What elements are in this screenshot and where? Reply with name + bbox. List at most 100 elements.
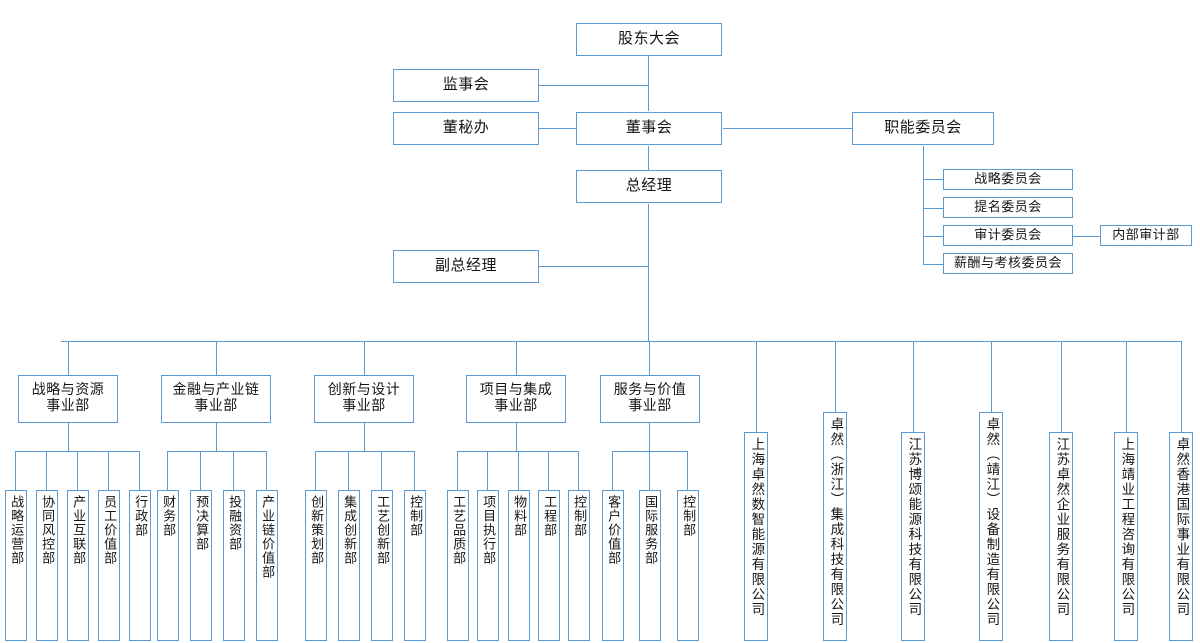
line-div3-drop-1 (315, 451, 316, 490)
node-dept-administration[interactable]: 行政部 (129, 490, 151, 641)
node-dept-innovation-planning[interactable]: 创新策划部 (305, 490, 327, 641)
line-div2-drop-3 (233, 451, 234, 490)
line-div3-drop-3 (381, 451, 382, 490)
node-dept-control-innovation[interactable]: 控制部 (404, 490, 426, 641)
node-dept-materials[interactable]: 物料部 (508, 490, 530, 641)
line-div1-stem (68, 423, 69, 451)
division-label: 服务与价值 事业部 (613, 383, 687, 414)
line-board-to-committee (723, 128, 853, 129)
line-div2-drop-2 (200, 451, 201, 490)
node-dept-investment-financing[interactable]: 投融资部 (223, 490, 245, 641)
node-committee-compensation[interactable]: 薪酬与考核委员会 (943, 253, 1073, 274)
node-dept-process-innovation[interactable]: 工艺创新部 (371, 490, 393, 641)
node-deputy-general-manager[interactable]: 副总经理 (393, 250, 539, 283)
line-div3-drop-2 (348, 451, 349, 490)
node-subsidiary-jiangsu-zhuoran-enterprise-service[interactable]: 江苏卓然企业服务有限公司 (1049, 432, 1073, 641)
line-div3-drop-4 (414, 451, 415, 490)
line-committee-2 (923, 208, 943, 209)
node-general-manager[interactable]: 总经理 (576, 170, 722, 203)
node-subsidiary-zhuoran-jingjiang-equipment[interactable]: 卓然（靖江）设备制造有限公司 (979, 412, 1003, 641)
node-board-of-directors[interactable]: 董事会 (576, 112, 722, 145)
line-bus-drop-div-3 (364, 341, 365, 375)
line-div4-drop-4 (548, 451, 549, 490)
line-div3-bar (315, 451, 414, 452)
line-div5-drop-1 (612, 451, 613, 490)
node-subsidiary-shanghai-jingye-engineering-consulting[interactable]: 上海靖业工程咨询有限公司 (1114, 432, 1138, 641)
node-dept-finance[interactable]: 财务部 (157, 490, 179, 641)
node-division-project-integration[interactable]: 项目与集成 事业部 (466, 375, 566, 423)
line-div2-drop-4 (266, 451, 267, 490)
line-div4-drop-1 (457, 451, 458, 490)
line-bus-drop-div-2 (216, 341, 217, 375)
division-label: 战略与资源 事业部 (31, 383, 105, 414)
node-dept-project-execution[interactable]: 项目执行部 (477, 490, 499, 641)
node-board-secretary-office[interactable]: 董秘办 (393, 112, 539, 145)
line-div4-drop-3 (518, 451, 519, 490)
line-bus-drop-sub-4 (991, 341, 992, 412)
node-subsidiary-zhuoran-hongkong-international[interactable]: 卓然香港国际事业有限公司 (1169, 432, 1193, 641)
node-dept-customer-value[interactable]: 客户价值部 (602, 490, 624, 641)
line-committee-3 (923, 236, 943, 237)
line-div2-stem (216, 423, 217, 451)
node-dept-process-quality[interactable]: 工艺品质部 (447, 490, 469, 641)
line-div2-drop-1 (167, 451, 168, 490)
node-division-finance-industry-chain[interactable]: 金融与产业链 事业部 (161, 375, 271, 423)
line-main-bus (61, 341, 1181, 342)
line-bus-drop-sub-2 (835, 341, 836, 412)
line-div2-bar (167, 451, 266, 452)
node-committee-strategy[interactable]: 战略委员会 (943, 169, 1073, 190)
line-div5-drop-3 (687, 451, 688, 490)
line-bus-drop-div-5 (649, 341, 650, 375)
line-board-to-gm (648, 146, 649, 170)
node-subsidiary-zhuoran-zhejiang-integration[interactable]: 卓然（浙江）集成科技有限公司 (823, 412, 847, 641)
node-division-strategy-resources[interactable]: 战略与资源 事业部 (18, 375, 118, 423)
node-dept-international-service[interactable]: 国际服务部 (639, 490, 661, 641)
line-gm-trunk (648, 204, 649, 341)
line-div1-drop-2 (46, 451, 47, 490)
node-dept-budget-settlement[interactable]: 预决算部 (190, 490, 212, 641)
node-dept-employee-value[interactable]: 员工价值部 (98, 490, 120, 641)
line-bus-drop-sub-3 (913, 341, 914, 432)
division-label: 创新与设计 事业部 (327, 383, 401, 414)
node-division-service-value[interactable]: 服务与价值 事业部 (600, 375, 700, 423)
node-internal-audit-department[interactable]: 内部审计部 (1100, 225, 1192, 246)
node-dept-industry-chain-value[interactable]: 产业链价值部 (256, 490, 278, 641)
line-committee-spine (923, 146, 924, 265)
node-dept-collaborative-risk-control[interactable]: 协同风控部 (36, 490, 58, 641)
division-label: 项目与集成 事业部 (479, 383, 553, 414)
division-label: 金融与产业链 事业部 (172, 383, 260, 414)
line-div1-drop-3 (77, 451, 78, 490)
line-dgm-to-trunk (537, 266, 649, 267)
line-div1-drop-5 (139, 451, 140, 490)
line-bus-drop-sub-7 (1181, 341, 1182, 432)
line-secretary-to-board (537, 128, 577, 129)
line-div4-drop-2 (487, 451, 488, 490)
line-div3-stem (364, 423, 365, 451)
node-committee-audit[interactable]: 审计委员会 (943, 225, 1073, 246)
line-div1-drop-1 (15, 451, 16, 490)
line-audit-to-internal-audit (1073, 236, 1100, 237)
node-dept-control-service[interactable]: 控制部 (677, 490, 699, 641)
node-committee-nomination[interactable]: 提名委员会 (943, 197, 1073, 218)
node-dept-engineering[interactable]: 工程部 (538, 490, 560, 641)
node-division-innovation-design[interactable]: 创新与设计 事业部 (314, 375, 414, 423)
line-shareholders-to-board (648, 55, 649, 111)
line-committee-4 (923, 264, 943, 265)
node-dept-industry-internet[interactable]: 产业互联部 (67, 490, 89, 641)
node-subsidiary-jiangsu-bosong-energy-tech[interactable]: 江苏博颂能源科技有限公司 (901, 432, 925, 641)
line-div5-drop-2 (649, 451, 650, 490)
line-bus-drop-sub-1 (756, 341, 757, 432)
node-supervisory-board[interactable]: 监事会 (393, 69, 539, 102)
node-shareholders-meeting[interactable]: 股东大会 (576, 23, 722, 56)
node-dept-control-project[interactable]: 控制部 (568, 490, 590, 641)
node-functional-committee[interactable]: 职能委员会 (852, 112, 994, 145)
node-dept-integrated-innovation[interactable]: 集成创新部 (338, 490, 360, 641)
line-supervisory-to-trunk (537, 85, 649, 86)
node-dept-strategy-operations[interactable]: 战略运营部 (5, 490, 27, 641)
line-committee-1 (923, 179, 943, 180)
node-subsidiary-shanghai-zhuoran-digital-energy[interactable]: 上海卓然数智能源有限公司 (744, 432, 768, 641)
line-div4-bar (457, 451, 578, 452)
line-bus-drop-div-1 (68, 341, 69, 375)
line-bus-drop-sub-6 (1126, 341, 1127, 432)
